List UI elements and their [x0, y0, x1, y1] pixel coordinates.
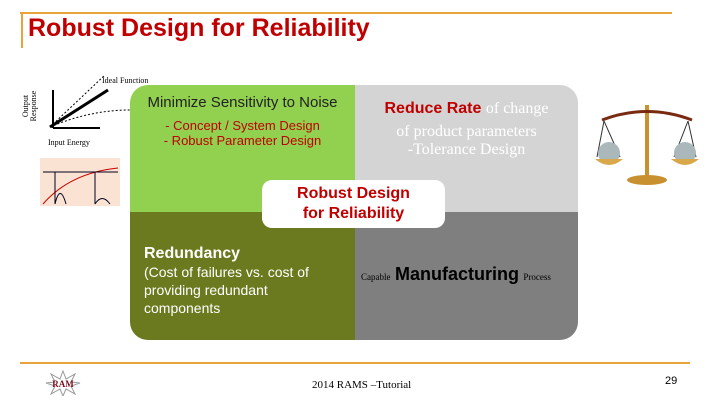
quadrant-line: -Tolerance Design	[407, 141, 526, 158]
manufacturing-label: Manufacturing	[394, 264, 519, 284]
rams-logo: RAM	[45, 369, 81, 398]
balance-scale-icon	[592, 95, 702, 190]
quadrant-heading: Minimize Sensitivity to Noise	[147, 94, 338, 111]
quadrant-heading: Reduce Rate	[384, 100, 482, 117]
top-rule	[20, 12, 672, 14]
ideal-function-diagram: Ideal Function Output Response Input Ene…	[20, 70, 160, 150]
quadrant-minimize-sensitivity: Minimize Sensitivity to Noise - Concept …	[130, 85, 355, 212]
quadrant-line: of product parameters	[396, 123, 537, 140]
quadrant-line: - Robust Parameter Design	[163, 133, 322, 148]
left-rule	[21, 12, 23, 48]
page-number: 29	[665, 375, 678, 387]
quadrant-heading: Redundancy	[144, 245, 241, 262]
quadrant-line: - Concept / System Design	[165, 118, 320, 133]
center-line: Robust Design	[297, 185, 410, 202]
output-response-label: Output Response	[21, 90, 38, 122]
input-energy-label: Input Energy	[48, 138, 90, 147]
capable-label: Capable	[361, 272, 391, 282]
quadrant-heading-rest: of change	[485, 100, 549, 117]
svg-text:RAM: RAM	[52, 379, 74, 389]
footer-text: 2014 RAMS –Tutorial	[312, 379, 412, 391]
quadrant-body: (Cost of failures vs. cost of providing …	[144, 264, 309, 316]
ideal-function-label: Ideal Function	[102, 76, 149, 85]
slide-title: Robust Design for Reliability	[28, 14, 370, 42]
process-label: Process	[523, 272, 551, 282]
quadrant-redundancy: Redundancy (Cost of failures vs. cost of…	[130, 212, 355, 340]
stress-strength-chart	[40, 158, 120, 206]
center-line: for Reliability	[302, 205, 405, 222]
bottom-rule	[20, 362, 690, 364]
quadrant-manufacturing: Capable Manufacturing Process	[355, 212, 578, 340]
center-label: Robust Design for Reliability	[262, 180, 445, 228]
